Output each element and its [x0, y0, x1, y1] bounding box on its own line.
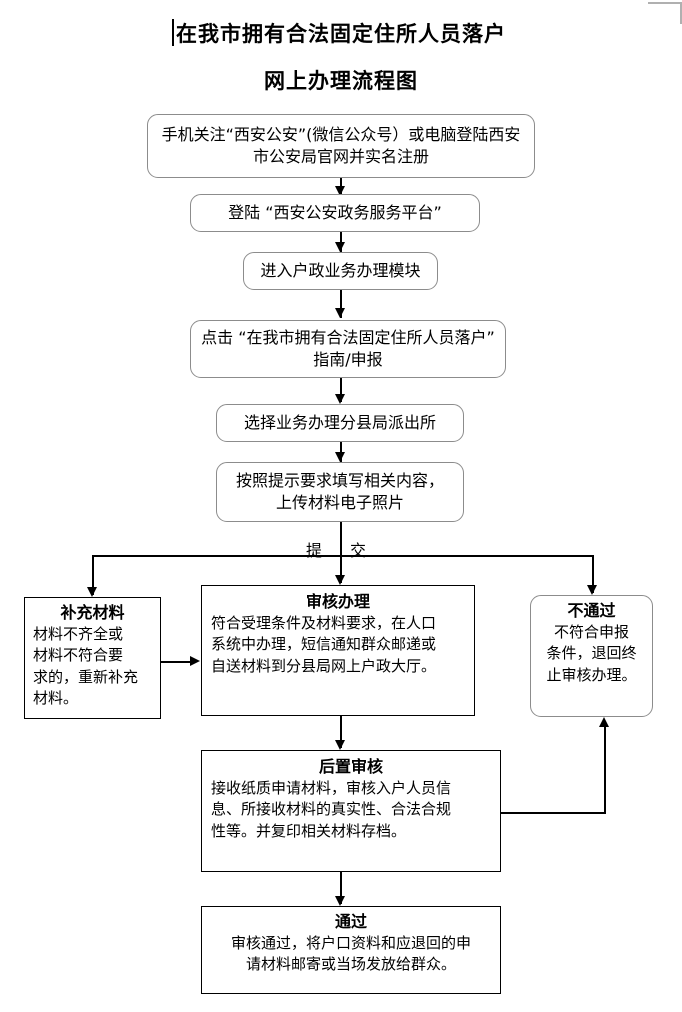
connector-module-to-guide [340, 290, 342, 318]
node-supplement[interactable]: 补充材料 材料不齐全或 材料不符合要 求的，重新补充 材料。 [24, 597, 161, 719]
arrow-bus-to-supplement [87, 587, 97, 597]
node-login-platform-label: 登陆 “西安公安政务服务平台” [228, 202, 442, 222]
node-review-handle[interactable]: 审核办理 符合受理条件及材料要求，在人口 系统中办理，短信通知群众邮递或 自送材… [201, 585, 475, 716]
node-rejected-heading: 不通过 [567, 601, 616, 620]
arrow-station-to-fill [335, 452, 345, 462]
node-select-station[interactable]: 选择业务办理分县局派出所 [216, 404, 464, 442]
node-household-module-label: 进入户政业务办理模块 [260, 260, 421, 280]
arrow-guide-to-station [335, 394, 345, 404]
edge-label-submit-left: 提 [306, 541, 323, 560]
arrow-review-to-post [335, 740, 345, 750]
node-rejected[interactable]: 不通过 不符合申报 条件，退回终 止审核办理。 [530, 595, 653, 717]
connector-submit-bus [92, 555, 592, 557]
arrow-bus-to-review [335, 575, 345, 585]
node-post-review-heading: 后置审核 [318, 757, 383, 776]
connector-bus-to-review [340, 555, 342, 583]
node-login-platform[interactable]: 登陆 “西安公安政务服务平台” [190, 194, 480, 232]
node-register[interactable]: 手机关注“西安公安”(微信公众号）或电脑登陆西安 市公安局官网并实名注册 [147, 114, 535, 178]
node-supplement-heading: 补充材料 [60, 603, 125, 622]
node-approved-heading: 通过 [334, 912, 367, 931]
node-approved[interactable]: 通过 审核通过，将户口资料和应退回的申 请材料邮寄或当场发放给群众。 [201, 906, 501, 994]
node-fill-upload[interactable]: 按照提示要求填写相关内容， 上传材料电子照片 [216, 462, 464, 522]
node-review-handle-heading: 审核办理 [305, 592, 370, 611]
arrow-post-to-rejected [599, 717, 609, 727]
arrow-register-to-login [335, 186, 345, 196]
edge-label-submit-right: 交 [350, 541, 367, 560]
node-rejected-body: 不符合申报 条件，退回终 止审核办理。 [546, 623, 637, 684]
connector-post-to-rejected-vertical [604, 727, 606, 813]
arrow-post-to-approved [335, 896, 345, 906]
connector-guide-to-station [340, 378, 342, 402]
node-post-review[interactable]: 后置审核 接收纸质申请材料，审核入户人员信 息、所接收材料的真实性、合法合规 性… [201, 750, 501, 872]
node-register-label: 手机关注“西安公安”(微信公众号）或电脑登陆西安 市公安局官网并实名注册 [161, 124, 521, 166]
connector-bus-to-rejected [592, 555, 594, 593]
node-post-review-body: 接收纸质申请材料，审核入户人员信 息、所接收材料的真实性、合法合规 性等。并复印… [211, 779, 452, 840]
page-title-line-2: 网上办理流程图 [264, 69, 418, 93]
text-caret [172, 19, 174, 46]
connector-post-to-rejected-horizontal [501, 812, 606, 814]
node-household-module[interactable]: 进入户政业务办理模块 [243, 252, 438, 290]
node-select-station-label: 选择业务办理分县局派出所 [243, 412, 436, 432]
arrow-module-to-guide [335, 308, 345, 318]
page-crop-mark [648, 2, 682, 24]
node-click-guide[interactable]: 点击 “在我市拥有合法固定住所人员落户” 指南/申报 [190, 320, 506, 378]
connector-bus-to-supplement [92, 555, 94, 595]
node-approved-body: 审核通过，将户口资料和应退回的申 请材料邮寄或当场发放给群众。 [230, 934, 471, 974]
arrow-bus-to-rejected [587, 585, 597, 595]
node-supplement-body: 材料不齐全或 材料不符合要 求的，重新补充 材料。 [33, 625, 139, 707]
node-fill-upload-label: 按照提示要求填写相关内容， 上传材料电子照片 [235, 470, 444, 512]
connector-review-to-post [340, 716, 342, 748]
arrow-supplement-to-review [190, 656, 200, 666]
connector-post-to-approved [340, 872, 342, 904]
node-review-handle-body: 符合受理条件及材料要求，在人口 系统中办理，短信通知群众邮递或 自送材料到分县局… [211, 614, 437, 675]
connector-fill-to-bus [340, 522, 342, 556]
page-title-line-1: 在我市拥有合法固定住所人员落户 [176, 22, 506, 46]
node-click-guide-label: 点击 “在我市拥有合法固定住所人员落户” 指南/申报 [201, 327, 495, 369]
arrow-login-to-module [335, 242, 345, 252]
connector-supplement-to-review [161, 661, 191, 663]
